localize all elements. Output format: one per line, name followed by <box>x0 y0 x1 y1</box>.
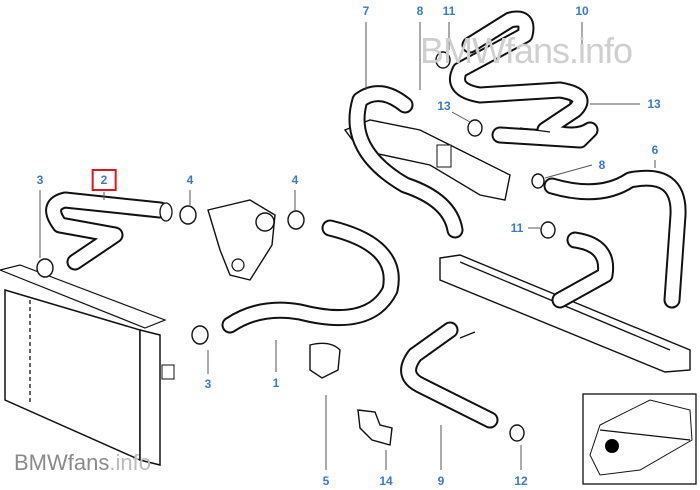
water-pump[interactable] <box>207 199 276 281</box>
part-label-11[interactable]: 11 <box>510 221 524 235</box>
part-label-2-selected[interactable]: 2 <box>91 169 117 191</box>
clip-14[interactable] <box>357 409 393 446</box>
leader-lines <box>39 22 656 470</box>
part-label-3[interactable]: 3 <box>36 173 44 187</box>
part-label-14[interactable]: 14 <box>379 474 393 488</box>
part-label-8[interactable]: 8 <box>598 158 606 172</box>
part-label-11[interactable]: 11 <box>442 4 456 18</box>
hose-2[interactable] <box>45 191 173 271</box>
bracket-5[interactable] <box>309 342 341 379</box>
hose-7[interactable] <box>348 85 464 239</box>
part-label-13[interactable]: 13 <box>437 99 451 113</box>
part-label-10[interactable]: 10 <box>575 4 589 18</box>
part-label-12[interactable]: 12 <box>514 474 528 488</box>
part-label-3[interactable]: 3 <box>204 377 212 391</box>
part-label-4[interactable]: 4 <box>291 173 299 187</box>
watermark-top: BMWfans.info <box>420 30 633 72</box>
hose-6[interactable] <box>543 169 687 309</box>
part-label-9[interactable]: 9 <box>437 474 445 488</box>
watermark-suffix: .info <box>569 30 633 71</box>
part-label-6[interactable]: 6 <box>651 143 659 157</box>
clamps <box>36 51 587 442</box>
thermostat-housing[interactable] <box>343 119 511 201</box>
part-label-4[interactable]: 4 <box>186 173 194 187</box>
watermark-brand: BMWfans <box>420 30 570 71</box>
part-label-8[interactable]: 8 <box>416 4 424 18</box>
part-label-5[interactable]: 5 <box>322 474 330 488</box>
location-marker-icon <box>605 439 619 453</box>
part-label-13[interactable]: 13 <box>647 97 661 111</box>
expansion-tank[interactable] <box>439 231 691 373</box>
watermark-suffix: .info <box>109 450 151 475</box>
car-locator-inset <box>582 393 697 485</box>
part-label-7[interactable]: 7 <box>362 4 370 18</box>
watermark-bottom: BMWfans.info <box>14 450 151 476</box>
radiator[interactable] <box>0 264 175 466</box>
watermark-brand: BMWfans <box>14 450 110 475</box>
part-label-1[interactable]: 1 <box>272 376 280 390</box>
hose-1[interactable] <box>221 219 400 334</box>
hose-10[interactable] <box>449 10 599 149</box>
hose-9[interactable] <box>400 321 499 429</box>
